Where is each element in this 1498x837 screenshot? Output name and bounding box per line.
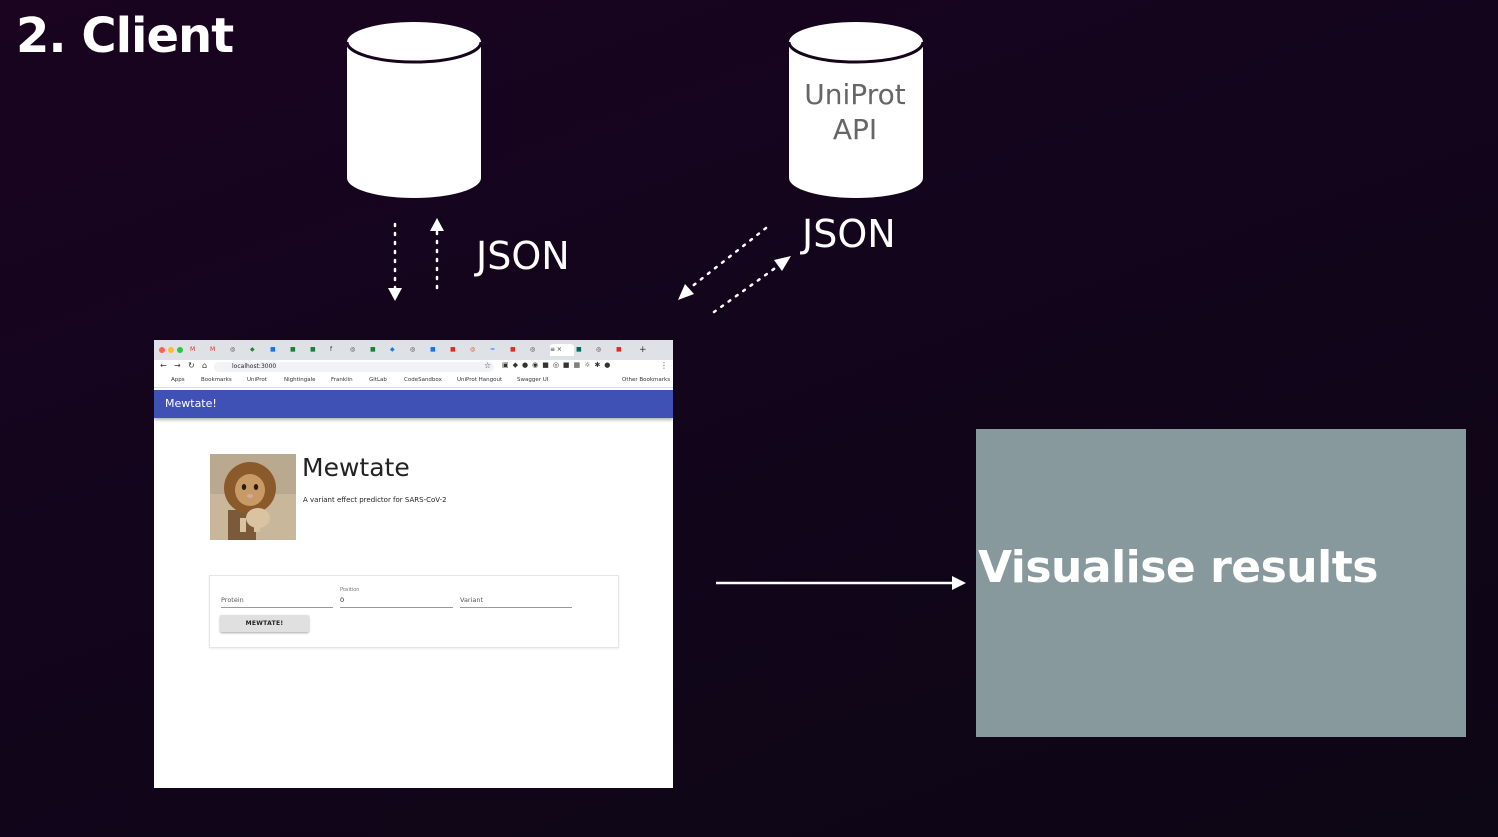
- protein-input[interactable]: Protein: [221, 593, 333, 608]
- bookmark-item[interactable]: Apps: [171, 377, 185, 383]
- browser-tab[interactable]: f: [330, 346, 333, 353]
- browser-address-bar: ← → ↻ ⌂ localhost:3000 ☆ ▣◆●◉■◎■▦☼✱● ⋮: [154, 360, 673, 374]
- browser-tab[interactable]: ■: [510, 346, 516, 353]
- mewtate-button[interactable]: MEWTATE!: [220, 615, 309, 632]
- extensions-icons[interactable]: ▣◆●◉■◎■▦☼✱●: [502, 361, 615, 369]
- browser-tab[interactable]: ■: [430, 346, 436, 353]
- bookmark-item[interactable]: Other Bookmarks: [622, 377, 671, 383]
- json-label-left: JSON: [476, 234, 570, 278]
- database-uniprot-label-line-2: API: [832, 113, 878, 146]
- browser-tab[interactable]: ◎: [410, 346, 416, 353]
- position-caption: Position: [340, 587, 360, 593]
- browser-tab[interactable]: ◆: [250, 346, 255, 353]
- bookmark-item[interactable]: Swagger UI: [517, 377, 549, 383]
- arrow-diag-down-head: [678, 284, 694, 300]
- browser-tab[interactable]: ■: [616, 346, 622, 353]
- browser-tab[interactable]: ■: [576, 346, 582, 353]
- star-icon[interactable]: ☆: [484, 361, 492, 370]
- arrow-down-head: [388, 288, 402, 301]
- mewtate-form-card: Protein Position 0 Variant: [209, 575, 619, 648]
- database-uniprot-icon: [787, 22, 925, 198]
- back-icon[interactable]: ←: [160, 361, 167, 370]
- browser-tab[interactable]: ◎: [350, 346, 356, 353]
- bookmark-item[interactable]: UniProt Hangout: [457, 377, 503, 383]
- cat-lion-image: [210, 454, 296, 540]
- database-left-icon: [345, 22, 483, 198]
- slide-title: 2. Client: [16, 8, 234, 64]
- bookmark-item[interactable]: Nightingale: [284, 377, 316, 383]
- close-window-dot[interactable]: [159, 347, 165, 353]
- arrow-up-head: [430, 218, 444, 231]
- visualise-results-label: Visualise results: [978, 542, 1378, 593]
- new-tab-icon[interactable]: +: [639, 345, 647, 355]
- bookmark-item[interactable]: CodeSandbox: [404, 377, 442, 383]
- url-input[interactable]: localhost:3000: [214, 362, 494, 372]
- browser-tab[interactable]: ■: [310, 346, 316, 353]
- browser-tab[interactable]: M: [190, 346, 196, 353]
- json-arrows-right: [678, 226, 791, 314]
- home-icon[interactable]: ⌂: [202, 361, 208, 370]
- browser-tab[interactable]: ◎: [530, 346, 536, 353]
- browser-tab[interactable]: ■: [450, 346, 456, 353]
- database-uniprot-label: UniProt API: [788, 77, 922, 147]
- browser-tab-active[interactable]: ≡ ×: [550, 344, 574, 356]
- app-subtitle: A variant effect predictor for SARS-CoV-…: [303, 496, 447, 504]
- arrow-diag-up-line: [712, 264, 780, 314]
- browser-tab-strip: M M ◎ ◆ ■ ■ ■ f ◎ ■ ◆ ◎ ■ ■ ◎ ≈ ■ ◎ ≡ × …: [154, 340, 673, 360]
- browser-window: M M ◎ ◆ ■ ■ ■ f ◎ ■ ◆ ◎ ■ ■ ◎ ≈ ■ ◎ ≡ × …: [154, 340, 673, 788]
- app-bar: Mewtate!: [154, 390, 673, 418]
- browser-tab[interactable]: ◎: [230, 346, 236, 353]
- arrow-to-results: [716, 576, 966, 590]
- browser-tab[interactable]: ≈: [490, 346, 496, 353]
- browser-tab[interactable]: ■: [270, 346, 276, 353]
- browser-tab[interactable]: ◎: [596, 346, 602, 353]
- variant-input[interactable]: Variant: [460, 593, 572, 608]
- bookmark-item[interactable]: GitLab: [369, 377, 387, 383]
- browser-tab[interactable]: ■: [290, 346, 296, 353]
- app-heading: Mewtate: [302, 453, 410, 482]
- browser-tab[interactable]: ◆: [390, 346, 395, 353]
- browser-menu-icon[interactable]: ⋮: [660, 361, 668, 370]
- minimize-window-dot[interactable]: [168, 347, 174, 353]
- json-arrows-left: [388, 218, 444, 301]
- browser-tab[interactable]: ◎: [470, 346, 476, 353]
- browser-tab[interactable]: ■: [370, 346, 376, 353]
- arrow-diag-up-head: [774, 256, 791, 271]
- reload-icon[interactable]: ↻: [188, 361, 195, 370]
- app-bar-title: Mewtate!: [165, 397, 217, 410]
- position-input[interactable]: 0: [340, 593, 453, 608]
- bookmark-item[interactable]: UniProt: [247, 377, 267, 383]
- bookmark-item[interactable]: Franklin: [331, 377, 353, 383]
- json-label-right: JSON: [802, 212, 896, 256]
- bookmark-item[interactable]: Bookmarks: [201, 377, 232, 383]
- bookmarks-bar: Apps Bookmarks UniProt Nightingale Frank…: [154, 374, 673, 388]
- arrow-diag-down-line: [688, 226, 768, 290]
- forward-icon[interactable]: →: [174, 361, 181, 370]
- visualise-results-box: Visualise results: [976, 429, 1466, 737]
- maximize-window-dot[interactable]: [177, 347, 183, 353]
- database-uniprot-label-line-1: UniProt: [804, 78, 906, 111]
- browser-tab[interactable]: M: [210, 346, 216, 353]
